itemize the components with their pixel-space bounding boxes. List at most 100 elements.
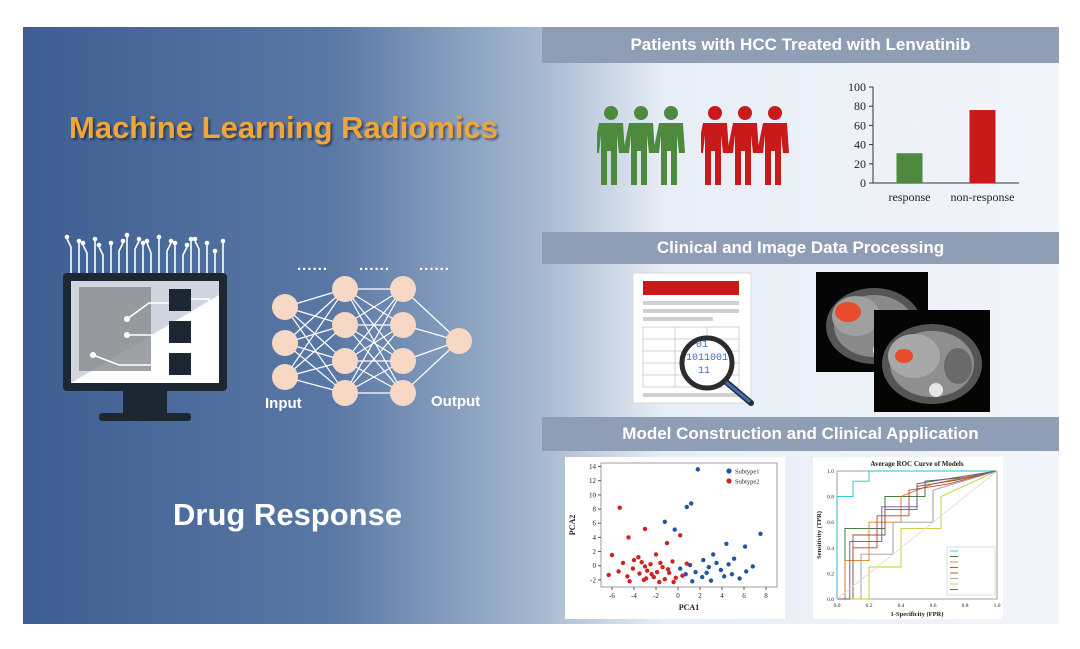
- scatter-legend-marker: [726, 478, 732, 484]
- scatter-point: [706, 564, 711, 570]
- scatter-point: [689, 501, 694, 506]
- network-node: [272, 330, 298, 356]
- scatter-point: [616, 569, 621, 574]
- roc-curve: [837, 470, 998, 600]
- scatter-point: [636, 555, 641, 560]
- scatter-point: [684, 561, 689, 566]
- scatter-point: [690, 579, 695, 584]
- scatter-point: [648, 562, 653, 567]
- ct-scan-icon-front: [874, 310, 990, 412]
- network-edge: [284, 306, 346, 394]
- scatter-point: [678, 533, 683, 538]
- person-body: [701, 123, 729, 185]
- scatter-point: [670, 559, 675, 564]
- scatter-point: [750, 564, 755, 569]
- roc-y-tick-label: 0.6: [827, 520, 834, 526]
- hidden-dots-3: ......: [419, 257, 451, 274]
- person-icon: [653, 106, 685, 185]
- roc-x-tick-label: 0.6: [930, 603, 937, 609]
- response-people-icon: [597, 106, 685, 185]
- network-node: [390, 380, 416, 406]
- bar-y-tick-label: 0: [860, 176, 866, 190]
- scatter-point: [667, 570, 672, 576]
- roc-title: Average ROC Curve of Models: [870, 460, 963, 468]
- scatter-point: [643, 576, 649, 581]
- scatter-point: [683, 572, 688, 577]
- roc-y-tick-label: 1.0: [827, 469, 834, 475]
- scatter-point: [729, 572, 735, 577]
- scatter-point: [654, 569, 660, 575]
- scatter-point: [695, 467, 700, 472]
- scatter-point: [693, 569, 698, 575]
- scatter-point: [665, 567, 671, 572]
- scatter-point: [671, 579, 676, 585]
- roc-x-tick-label: 0.4: [898, 603, 905, 609]
- person-head: [708, 106, 722, 120]
- section-title-processing: Clinical and Image Data Processing: [542, 232, 1059, 264]
- hidden-dots-1: ......: [297, 257, 329, 274]
- scatter-point: [680, 573, 685, 578]
- network-node: [390, 348, 416, 374]
- roc-curve: [837, 470, 998, 600]
- infographic-canvas: Machine Learning Radiomics: [23, 27, 1059, 624]
- scatter-point: [711, 552, 716, 557]
- network-node: [332, 348, 358, 374]
- ml-radiomics-title: Machine Learning Radiomics: [69, 110, 498, 145]
- section-title-patients: Patients with HCC Treated with Lenvatini…: [542, 27, 1059, 63]
- bar-response: [896, 153, 923, 183]
- binary-line-3: 11: [698, 366, 711, 377]
- roc-legend: [946, 546, 996, 596]
- scatter-y-tick-label: 12: [589, 477, 597, 485]
- person-body: [597, 123, 625, 185]
- scatter-point: [660, 564, 665, 570]
- person-icon: [701, 106, 729, 185]
- scatter-x-label: PCA1: [679, 603, 699, 612]
- scatter-point: [617, 505, 622, 510]
- bar-y-tick-label: 60: [854, 118, 866, 132]
- scatter-y-label: PCA2: [568, 515, 577, 535]
- scatter-y-tick-label: 6: [593, 520, 597, 528]
- person-icon: [623, 106, 655, 185]
- roc-x-tick-label: 0.0: [834, 603, 841, 609]
- output-label: Output: [431, 393, 481, 410]
- scatter-point: [620, 560, 626, 566]
- scatter-frame: [600, 462, 778, 588]
- scatter-point: [714, 560, 719, 566]
- bar-category-label: response: [889, 190, 931, 204]
- scatter-point: [664, 540, 670, 546]
- roc-curve-plot: Average ROC Curve of Models 0.0 0.2 0.4 0.6 0…: [816, 460, 1001, 618]
- network-edge: [284, 342, 346, 394]
- scatter-point: [758, 531, 763, 537]
- scatter-x-tick-label: 0: [676, 592, 680, 600]
- binary-line-2: 1011001: [686, 353, 729, 364]
- scatter-x-tick-label: -6: [609, 592, 615, 600]
- person-head: [604, 106, 618, 120]
- scatter-point: [742, 544, 748, 549]
- scatter-point: [657, 579, 662, 585]
- scatter-y-tick-label: 0: [593, 562, 597, 570]
- scatter-point: [726, 562, 731, 567]
- bar-y-tick-label: 20: [854, 157, 866, 171]
- network-edge: [344, 324, 404, 394]
- scatter-point: [737, 576, 742, 581]
- roc-curve: [836, 470, 998, 600]
- roc-curve: [836, 470, 997, 599]
- scatter-y-tick-label: 14: [589, 463, 597, 471]
- network-node: [332, 276, 358, 302]
- scatter-point: [673, 575, 678, 580]
- bar-category-label: non-response: [951, 190, 1015, 204]
- scatter-point: [722, 574, 727, 579]
- drug-response-title: Drug Response: [173, 497, 403, 532]
- network-edge: [344, 288, 404, 394]
- roc-x-tick-label: 1.0: [994, 603, 1001, 609]
- roc-x-tick-label: 0.8: [962, 603, 969, 609]
- network-node: [390, 276, 416, 302]
- scatter-point: [642, 564, 648, 569]
- scatter-legend-label: Subtype2: [735, 479, 760, 486]
- scatter-point: [630, 566, 636, 571]
- scatter-legend-marker: [726, 468, 732, 474]
- roc-y-tick-label: 0.2: [827, 571, 834, 577]
- scatter-y-tick-label: 2: [593, 548, 597, 556]
